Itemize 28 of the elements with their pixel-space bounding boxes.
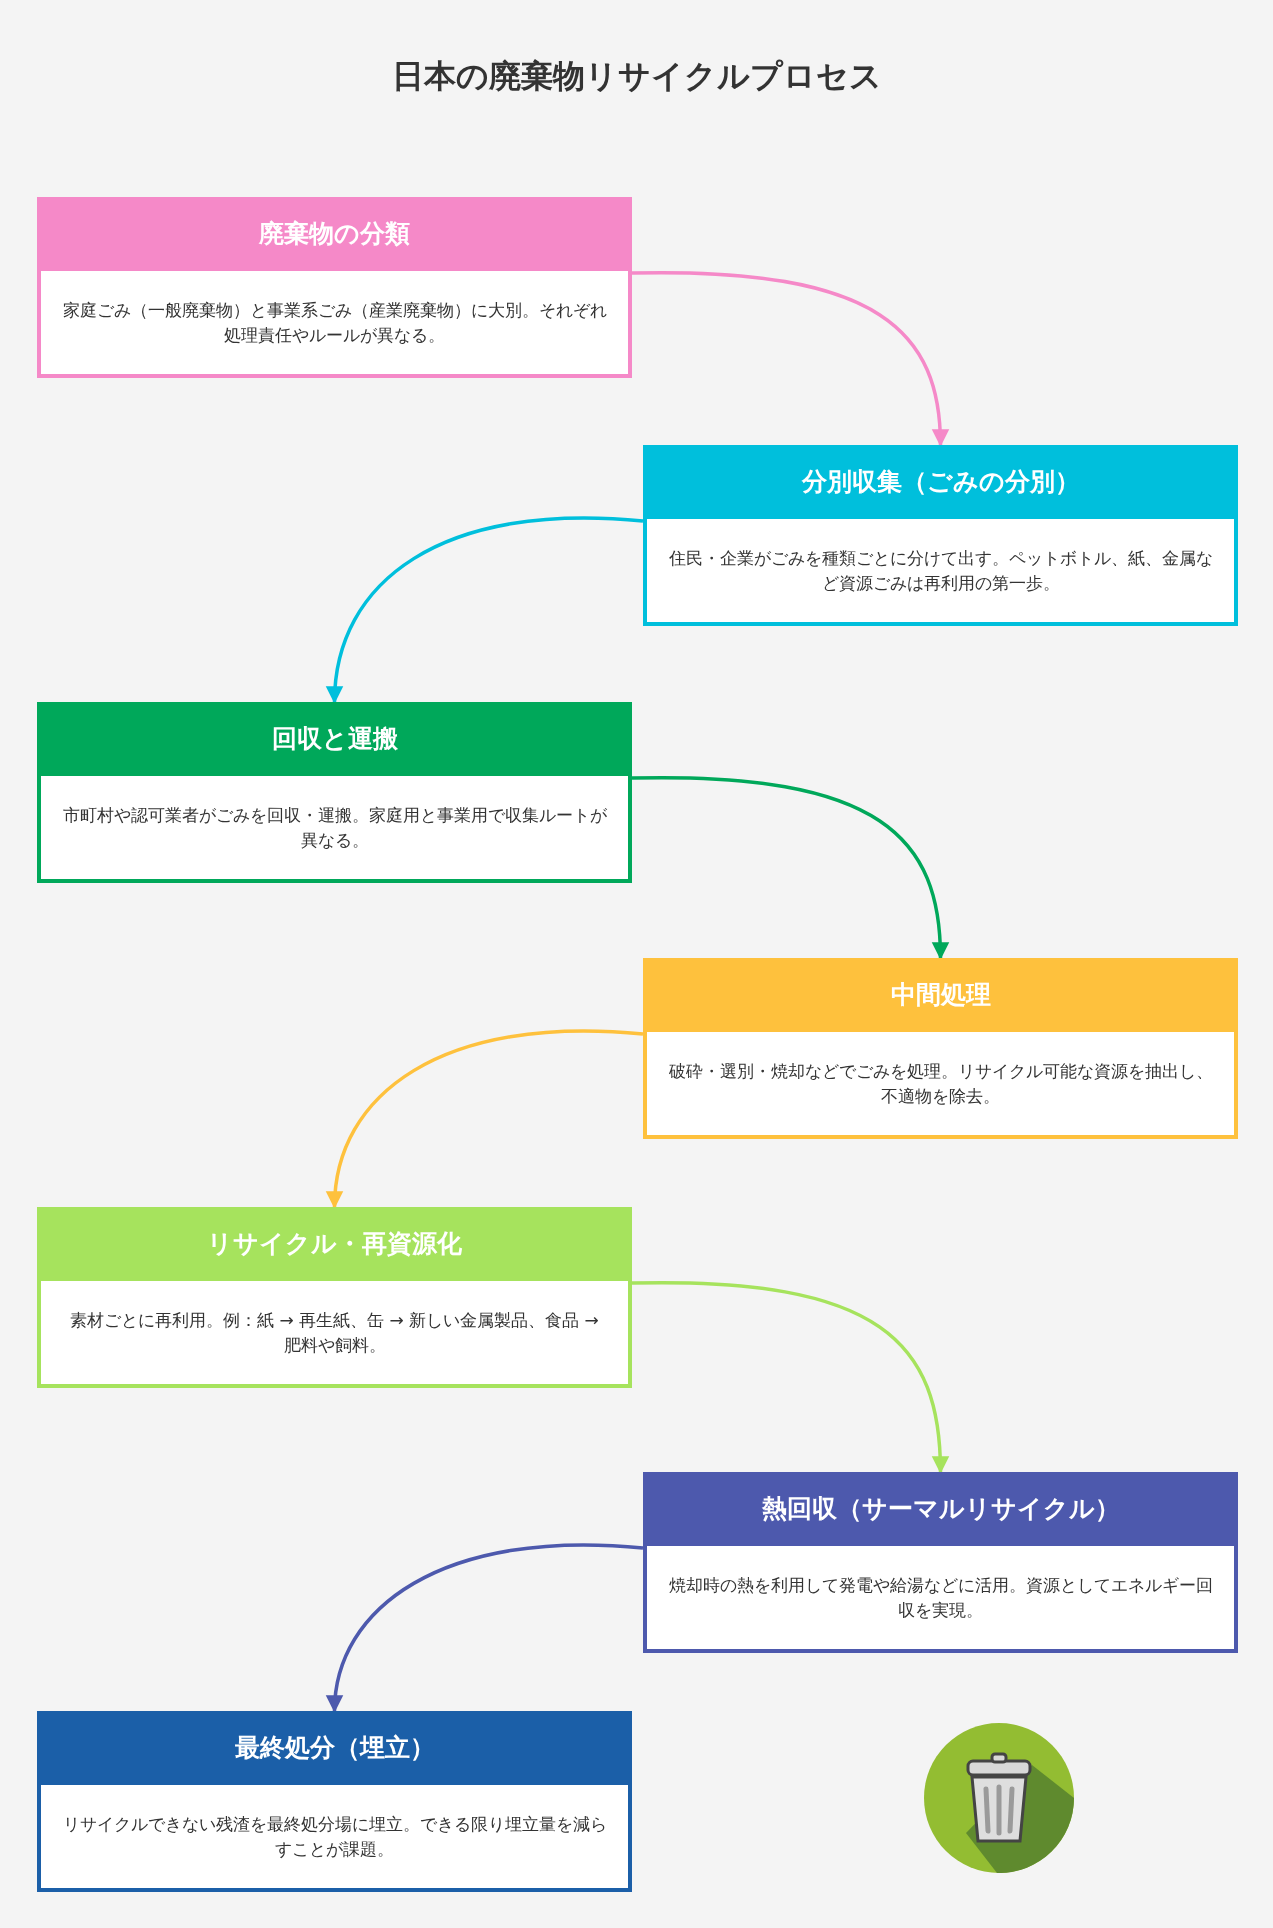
box-description: 家庭ごみ（一般廃棄物）と事業系ごみ（産業廃棄物）に大別。それぞれ処理責任やルールが異なる。 <box>61 298 608 347</box>
process-box <box>37 1711 632 1892</box>
box-description: 素材ごとに再利用。例：紙 → 再生紙、缶 → 新しい金属製品、食品 → 肥料や飼料。 <box>69 1308 600 1357</box>
box-description: リサイクルできない残渣を最終処分場に埋立。できる限り埋立量を減らすことが課題。 <box>61 1812 608 1861</box>
box-heading: 熱回収（サーマルリサイクル） <box>761 1493 1120 1526</box>
arrow <box>327 516 644 704</box>
box-description: 住民・企業がごみを種類ごとに分けて出す。ペットボトル、紙、金属など資源ごみは再利用の第一歩。 <box>667 546 1214 595</box>
arrow <box>327 1543 644 1713</box>
process-box <box>643 1472 1238 1653</box>
arrow <box>632 271 949 447</box>
box-heading: 回収と運搬 <box>271 723 398 756</box>
box-description: 焼却時の熱を利用して発電や給湯などに活用。資源としてエネルギー回収を実現。 <box>667 1573 1214 1622</box>
box-description: 市町村や認可業者がごみを回収・運搬。家庭用と事業用で収集ルートが異なる。 <box>61 803 608 852</box>
arrow <box>632 1281 949 1474</box>
box-heading: 分別収集（ごみの分別） <box>801 466 1080 499</box>
box-description: 破砕・選別・焼却などでごみを処理。リサイクル可能な資源を抽出し、不適物を除去。 <box>667 1059 1214 1108</box>
process-box <box>37 1207 632 1388</box>
process-box <box>37 197 632 378</box>
box-heading: 中間処理 <box>890 979 991 1012</box>
box-heading: 最終処分（埋立） <box>234 1732 435 1765</box>
arrow <box>327 1029 644 1209</box>
diagram-title: 日本の廃棄物リサイクルプロセス <box>391 56 882 97</box>
box-heading: リサイクル・再資源化 <box>207 1228 462 1261</box>
process-box <box>37 702 632 883</box>
box-heading: 廃棄物の分類 <box>259 218 410 251</box>
process-box <box>643 445 1238 626</box>
process-box <box>643 958 1238 1139</box>
arrow <box>632 776 949 960</box>
